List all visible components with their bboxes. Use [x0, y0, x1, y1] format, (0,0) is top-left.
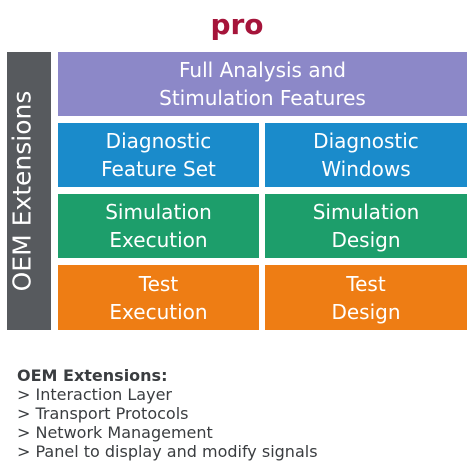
diagnostic-feature-set-label: Diagnostic Feature Set — [101, 129, 216, 181]
simulation-design-label: Simulation Design — [312, 200, 420, 252]
diagnostic-windows-block: Diagnostic Windows — [265, 123, 467, 187]
simulation-execution-block: Simulation Execution — [58, 194, 259, 258]
simulation-execution-label: Simulation Execution — [105, 200, 212, 252]
page-title: pro — [210, 8, 264, 41]
notes-heading: OEM Extensions: — [17, 366, 168, 385]
notes-item: > Transport Protocols — [17, 404, 189, 423]
simulation-design-block: Simulation Design — [265, 194, 467, 258]
notes-item: > Panel to display and modify signals — [17, 442, 318, 461]
full-analysis-block: Full Analysis and Stimulation Features — [58, 52, 467, 116]
oem-extensions-notes: OEM Extensions: > Interaction Layer > Tr… — [17, 366, 318, 461]
test-design-label: Test Design — [331, 271, 401, 324]
diagnostic-windows-label: Diagnostic Windows — [313, 129, 419, 181]
notes-item: > Network Management — [17, 423, 213, 442]
oem-extensions-label: OEM Extensions — [7, 90, 37, 292]
diagnostic-feature-set-block: Diagnostic Feature Set — [58, 123, 259, 187]
notes-list: > Interaction Layer > Transport Protocol… — [17, 385, 318, 461]
test-execution-block: Test Execution — [58, 265, 259, 330]
oem-extensions-bar — [7, 52, 51, 330]
test-design-block: Test Design — [265, 265, 467, 330]
full-analysis-label: Full Analysis and Stimulation Features — [159, 58, 366, 110]
notes-item: > Interaction Layer — [17, 385, 172, 404]
test-execution-label: Test Execution — [109, 271, 208, 324]
